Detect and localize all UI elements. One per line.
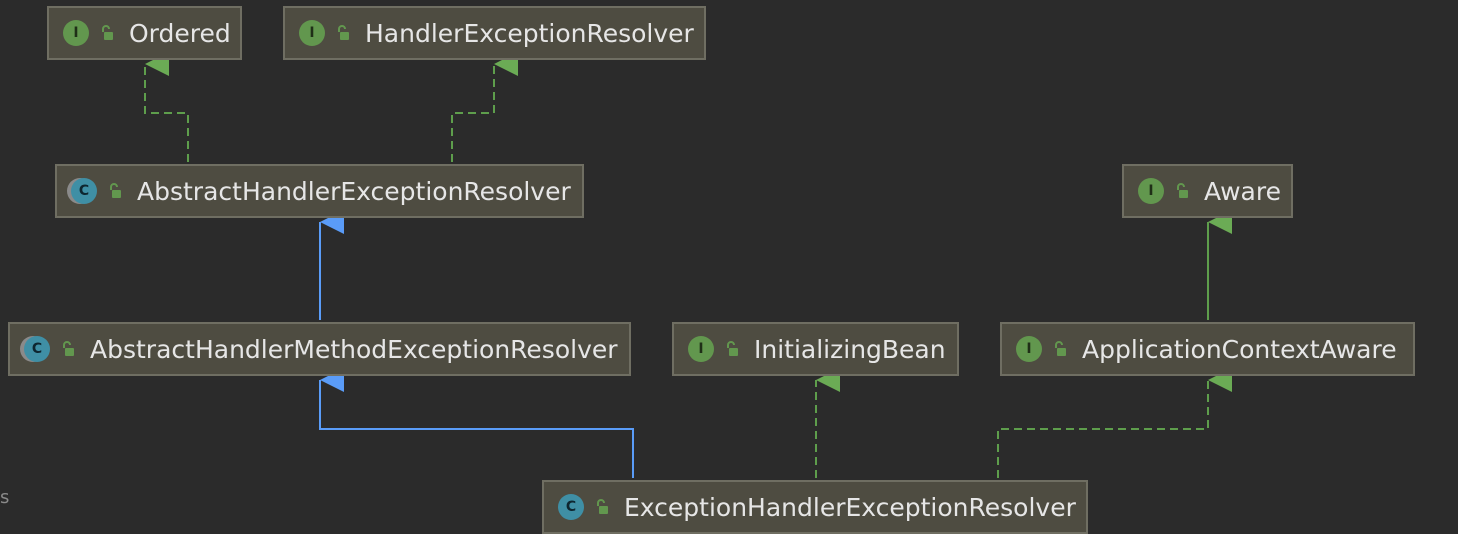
node-label: AbstractHandlerExceptionResolver — [137, 176, 571, 206]
unlocked-icon — [338, 25, 349, 40]
side-mark: s — [0, 487, 10, 508]
unlocked-icon — [1055, 341, 1066, 356]
node-label: AbstractHandlerMethodExceptionResolver — [90, 334, 618, 364]
node-ordered[interactable]: I Ordered — [47, 6, 242, 60]
node-label: ApplicationContextAware — [1082, 334, 1397, 364]
node-label: ExceptionHandlerExceptionResolver — [624, 492, 1076, 522]
node-label: Ordered — [129, 18, 231, 48]
node-abstract-handler-exception-resolver[interactable]: C AbstractHandlerExceptionResolver — [55, 164, 584, 218]
edge-implements-handler-exception-resolver — [451, 52, 518, 162]
node-label: Aware — [1204, 176, 1281, 206]
unlocked-icon — [597, 499, 608, 514]
unlocked-icon — [727, 341, 738, 356]
abstract-class-icon: C — [71, 178, 97, 204]
unlocked-icon — [1177, 183, 1188, 198]
class-icon: C — [558, 494, 584, 520]
abstract-class-icon: C — [24, 336, 50, 362]
interface-icon: I — [1138, 178, 1164, 204]
edge-extends-abstract-handler-method-exception-resolver — [319, 368, 634, 478]
unlocked-icon — [102, 25, 113, 40]
node-aware[interactable]: I Aware — [1122, 164, 1293, 218]
node-label: InitializingBean — [754, 334, 946, 364]
node-handler-exception-resolver[interactable]: I HandlerExceptionResolver — [283, 6, 706, 60]
unlocked-icon — [110, 183, 121, 198]
node-initializing-bean[interactable]: I InitializingBean — [672, 322, 959, 376]
interface-icon: I — [1016, 336, 1042, 362]
node-label: HandlerExceptionResolver — [365, 18, 694, 48]
interface-icon: I — [688, 336, 714, 362]
node-application-context-aware[interactable]: I ApplicationContextAware — [1000, 322, 1415, 376]
edge-implements-ordered — [144, 52, 189, 162]
node-exception-handler-exception-resolver[interactable]: C ExceptionHandlerExceptionResolver — [542, 480, 1088, 534]
interface-icon: I — [63, 20, 89, 46]
node-abstract-handler-method-exception-resolver[interactable]: C AbstractHandlerMethodExceptionResolver — [8, 322, 631, 376]
unlocked-icon — [63, 341, 74, 356]
interface-icon: I — [299, 20, 325, 46]
edge-implements-application-context-aware — [997, 368, 1232, 478]
